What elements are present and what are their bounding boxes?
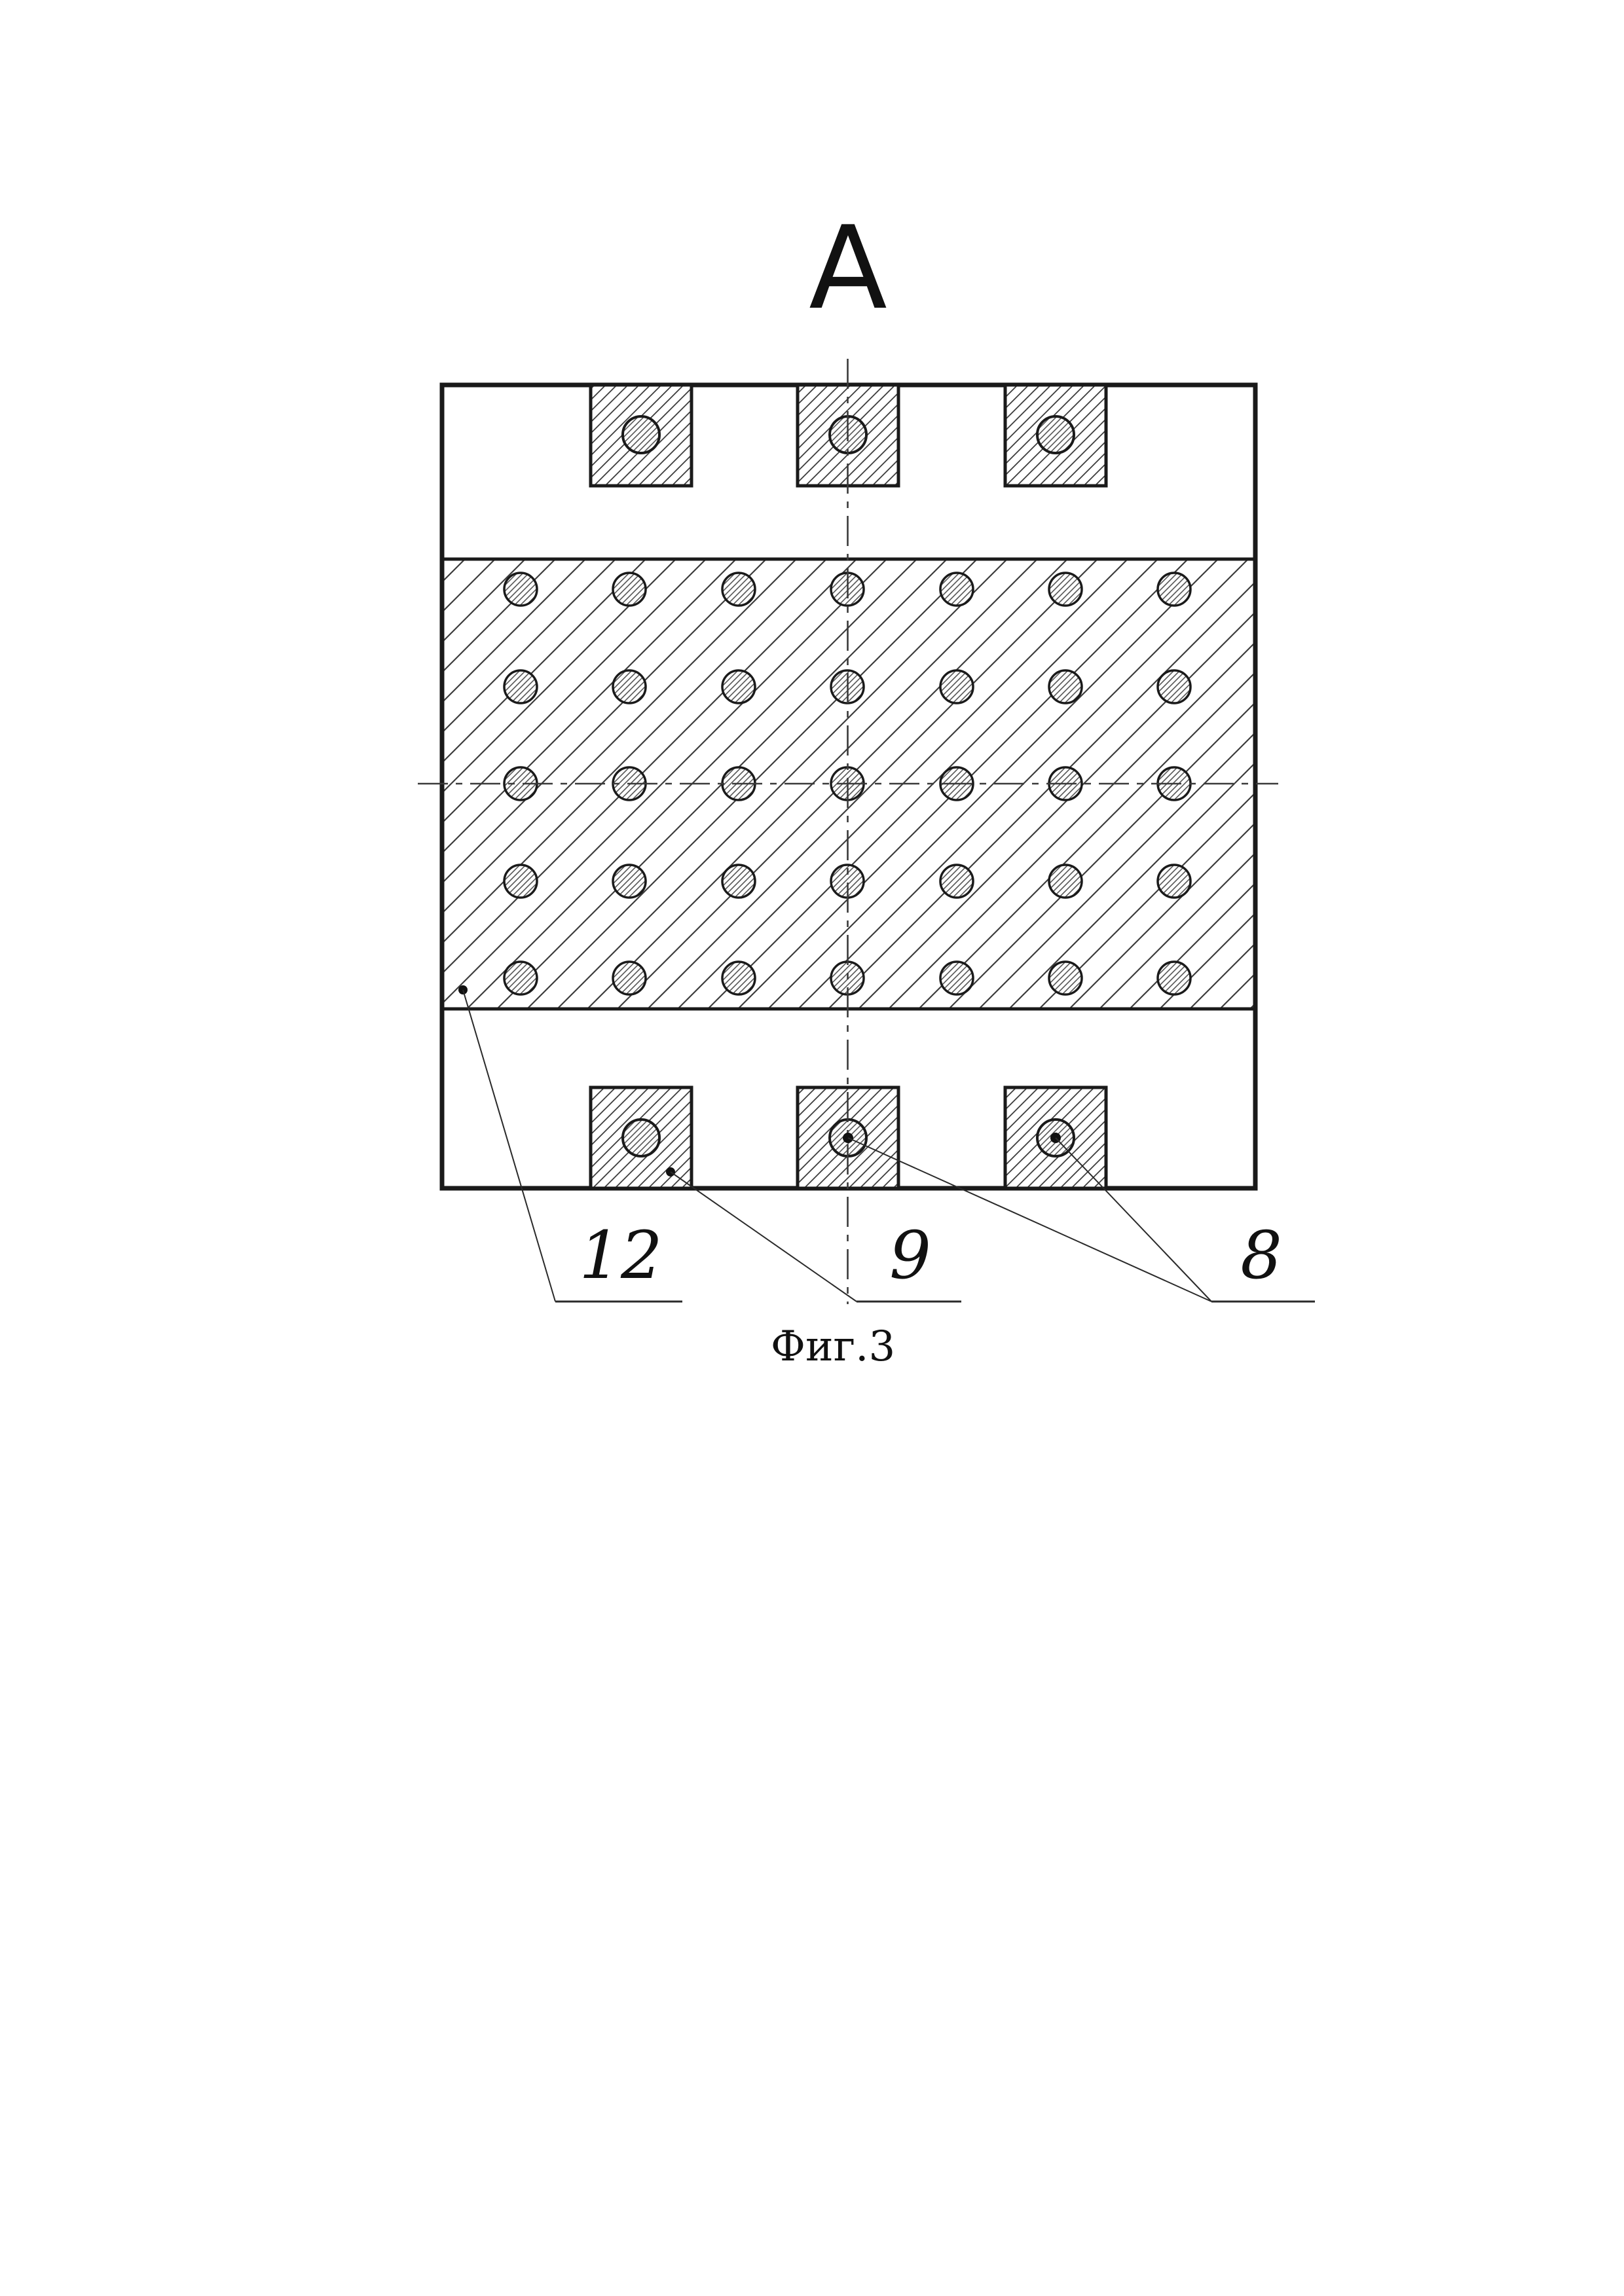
plate-hole bbox=[1156, 960, 1192, 996]
ref-number-9: 9 bbox=[889, 1217, 931, 1294]
plate-hole bbox=[939, 572, 974, 607]
plate-hole bbox=[1048, 669, 1083, 704]
plate-hole bbox=[721, 669, 756, 704]
plate-hole bbox=[612, 669, 647, 704]
plate-hole bbox=[503, 669, 538, 704]
fastener-boss bbox=[1003, 1085, 1108, 1190]
plate-hole bbox=[1048, 864, 1083, 899]
plate-hole bbox=[1048, 572, 1083, 607]
view-direction-label: A bbox=[809, 202, 887, 335]
plate-hole bbox=[1048, 960, 1083, 996]
plate-hole bbox=[1156, 669, 1192, 704]
plate-hole bbox=[503, 960, 538, 996]
plate-hole bbox=[612, 864, 647, 899]
figure-caption: Фиг.3 bbox=[771, 1322, 895, 1371]
boss-hole bbox=[1036, 415, 1075, 454]
leaders bbox=[458, 985, 1315, 1303]
plate-hole bbox=[721, 572, 756, 607]
plate-hole bbox=[939, 864, 974, 899]
plate-hole bbox=[1156, 572, 1192, 607]
leader-line-8b bbox=[1055, 1137, 1212, 1302]
plate-hole bbox=[721, 960, 756, 996]
plate-holes-grid bbox=[503, 572, 1192, 996]
leader-line-9 bbox=[670, 1171, 857, 1302]
ref-number-12: 12 bbox=[579, 1217, 662, 1294]
plate-hole bbox=[939, 669, 974, 704]
plate-hole bbox=[721, 864, 756, 899]
boss-hole bbox=[621, 1118, 661, 1157]
plate-hole bbox=[1156, 864, 1192, 899]
boss-hole bbox=[621, 415, 661, 454]
plate-hole bbox=[503, 572, 538, 607]
plate-hole bbox=[612, 960, 647, 996]
leader-line-8a bbox=[847, 1137, 1212, 1302]
plate-hole bbox=[612, 572, 647, 607]
plate-hole bbox=[939, 960, 974, 996]
plate-hole bbox=[503, 864, 538, 899]
ref-number-8: 8 bbox=[1240, 1217, 1282, 1294]
fastener-boss bbox=[1003, 383, 1108, 488]
leader-line-12 bbox=[462, 989, 556, 1302]
